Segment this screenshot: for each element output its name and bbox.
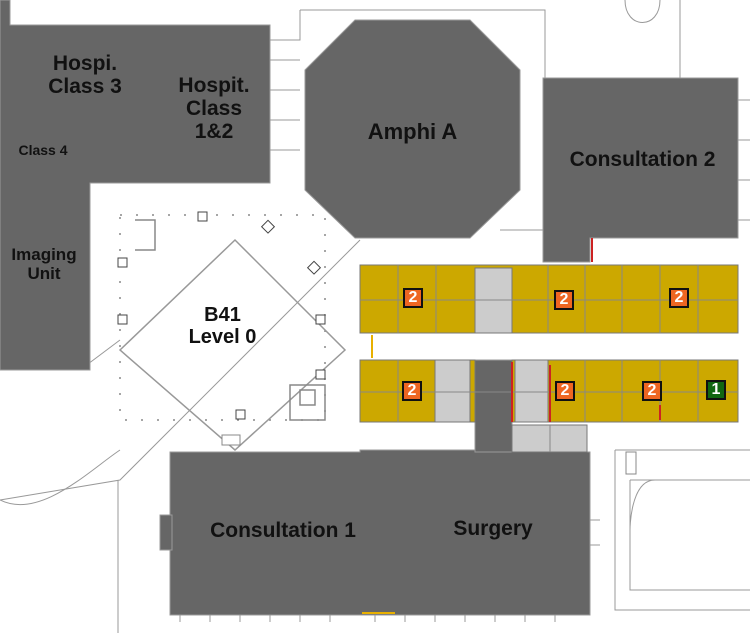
room-badge-bottom-4[interactable]: 1 <box>706 380 726 400</box>
consultation-2-building[interactable] <box>542 77 739 263</box>
label-amphi-a[interactable]: Amphi A <box>367 119 458 144</box>
label-consultation-1[interactable]: Consultation 1 <box>210 519 356 542</box>
red-markers <box>511 238 661 422</box>
label-b41-level-0[interactable]: B41 Level 0 <box>188 304 257 348</box>
label-hospit-class-1-2[interactable]: Hospit. Class 1&2 <box>178 74 250 144</box>
hospital-wing-building[interactable] <box>0 0 271 371</box>
label-hospi-class-3[interactable]: Hospi. Class 3 <box>48 52 122 99</box>
amphi-a-building[interactable] <box>304 19 521 239</box>
room-badge-bottom-2[interactable]: 2 <box>555 381 575 401</box>
label-consultation-2[interactable]: Consultation 2 <box>569 148 716 171</box>
room-badge-top-2[interactable]: 2 <box>554 290 574 310</box>
room-badge-bottom-3[interactable]: 2 <box>642 381 662 401</box>
label-imaging-unit[interactable]: Imaging Unit <box>11 245 77 283</box>
room-badge-top-1[interactable]: 2 <box>403 288 423 308</box>
label-surgery[interactable]: Surgery <box>453 517 533 540</box>
side-annex <box>159 514 173 551</box>
room-badge-bottom-1[interactable]: 2 <box>402 381 422 401</box>
corridor-connector <box>474 359 513 453</box>
label-class-4[interactable]: Class 4 <box>18 142 68 158</box>
room-badge-top-3[interactable]: 2 <box>669 288 689 308</box>
b41-building-outline[interactable] <box>118 214 347 452</box>
